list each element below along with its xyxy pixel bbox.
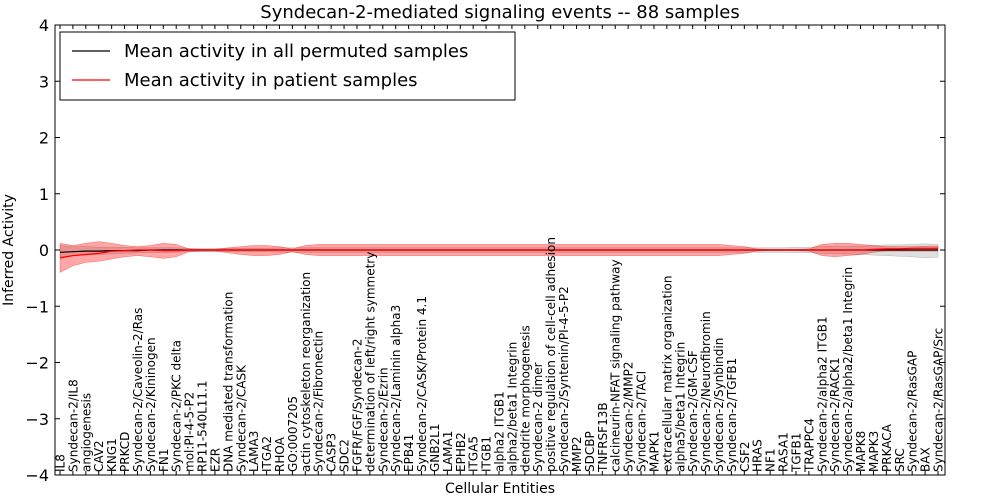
x-axis-label: Cellular Entities [445, 481, 555, 497]
x-tick-label: Syndecan-2/CASK [234, 364, 248, 472]
x-tick-label: alpha2/beta1 Integrin [505, 342, 519, 472]
legend-label-permuted: Mean activity in all permuted samples [124, 41, 468, 62]
x-tick-label: Syndecan-2/CASK/Protein 4.1 [415, 296, 429, 472]
x-tick-label: angiogenesis [79, 393, 93, 472]
x-tick-label: Syndecan-2/MMP2 [622, 362, 636, 472]
x-tick-label: LAMA1 [441, 431, 455, 472]
x-tick-label: SDC2 [338, 439, 352, 472]
x-tick-label: HRAS [751, 439, 765, 472]
x-tick-label: TRAPPC4 [802, 418, 816, 473]
x-tick-label: Syndecan-2/Neurofibromin [699, 311, 713, 472]
x-tick-label: TGFB1 [790, 433, 804, 473]
x-tick-label: CSF2 [738, 441, 752, 472]
x-tick-label: Syndecan-2/Fibronectin [312, 331, 326, 472]
y-tick-label: −4 [25, 466, 49, 485]
x-tick-label: SDCBP [583, 431, 597, 472]
x-tick-label: MAPK8 [854, 431, 868, 472]
x-tick-label: Syndecan-2/PKC delta [170, 340, 184, 472]
x-tick-label: actin cytoskeleton reorganization [299, 272, 313, 472]
x-tick-label: GO:0007205 [286, 396, 300, 472]
x-tick-label: PRKACA [880, 423, 894, 472]
x-tick-label: positive regulation of cell-cell adhesio… [544, 237, 558, 472]
x-tick-label: CASP3 [325, 433, 339, 472]
x-tick-label: RP11-540L11.1 [196, 381, 210, 472]
x-tick-label: Syndecan-2/Ezrin [376, 367, 390, 472]
x-tick-label: Syndecan-2/Laminin alpha3 [389, 305, 403, 472]
x-tick-label: ITGA5 [467, 436, 481, 472]
band-permuted [59, 243, 939, 259]
x-tick-label: RHOA [273, 436, 287, 472]
x-tick-label: RASA1 [777, 432, 791, 472]
series-line-patient [59, 247, 938, 259]
x-tick-label: KNG1 [105, 438, 119, 472]
x-tick-label: EZR [208, 448, 222, 472]
x-tick-label: ITGB1 [480, 436, 494, 472]
x-tick-label: Syndecan-2/RasGAP [906, 351, 920, 472]
x-tick-label: MAPK3 [867, 431, 881, 472]
x-tick-label: Syndecan-2/Caveolin-2/Ras [131, 308, 145, 472]
x-tick-label: Syndecan-2/IL8 [66, 379, 80, 472]
x-tick-label: IL8 [54, 454, 68, 472]
x-tick-label: TNFRSF13B [596, 402, 610, 473]
x-tick-label: FN1 [157, 448, 171, 472]
x-tick-label: Syndecan-2/Syntenin/PI-4-5-P2 [557, 286, 571, 472]
x-tick-label: mol:PI-4-5-P2 [183, 392, 197, 472]
legend: Mean activity in all permuted samples Me… [59, 31, 516, 101]
x-tick-label: ITGA2 [260, 436, 274, 472]
y-tick-label: −1 [25, 297, 49, 316]
x-tick-label: NF1 [764, 448, 778, 472]
x-tick-label: EPB41 [402, 434, 416, 472]
x-tick-label: determination of left/right symmetry [363, 252, 377, 472]
x-tick-label: Syndecan-2/TACI [635, 371, 649, 472]
series-lines [59, 247, 938, 259]
y-tick-label: 2 [39, 129, 49, 148]
x-tick-label: PRKCD [118, 432, 132, 472]
y-tick-label: −3 [25, 410, 49, 429]
x-tick-label: Syndecan-2/alpha2 ITGB1 [815, 316, 829, 472]
x-tick-label: alpha5/beta1 Integrin [673, 342, 687, 472]
x-tick-label: dendrite morphogenesis [518, 325, 532, 472]
y-axis: 4 3 2 1 0 −1 −2 −3 −4 [25, 16, 945, 485]
legend-box [59, 31, 516, 101]
x-tick-label: CAV2 [92, 440, 106, 472]
x-tick-label: Syndecan-2 dimer [531, 362, 545, 472]
y-tick-label: 4 [39, 16, 49, 35]
x-tick-label: Syndecan-2/RasGAP/Src [932, 328, 946, 472]
confidence-bands [59, 241, 939, 273]
band-patient [59, 241, 939, 273]
x-tick-label: FGFR/FGF/Syndecan-2 [351, 339, 365, 472]
x-tick-label: Syndecan-2/TGFB1 [725, 358, 739, 472]
x-tick-label: Syndecan-2/GM-CSF [686, 350, 700, 472]
x-tick-label: LAMA3 [247, 431, 261, 472]
y-tick-label: −2 [25, 354, 49, 373]
x-tick-label: SRC [893, 448, 907, 472]
y-tick-label: 0 [39, 241, 49, 260]
x-tick-label: calcineurin-NFAT signaling pathway [609, 259, 623, 472]
x-tick-label: alpha2 ITGB1 [493, 391, 507, 472]
y-tick-label: 1 [39, 185, 49, 204]
chart-title: Syndecan-2-mediated signaling events -- … [260, 2, 739, 23]
x-tick-label: EPHB2 [454, 432, 468, 472]
x-tick-label: Syndecan-2/Kininogen [144, 337, 158, 472]
x-tick-label: GNB2L1 [428, 424, 442, 472]
x-tick-label: extracellular matrix organization [660, 276, 674, 473]
x-tick-label: Syndecan-2/RACK1 [828, 357, 842, 472]
y-axis-label: Inferred Activity [1, 194, 17, 306]
x-tick-label: DNA mediated transformation [221, 292, 235, 472]
y-tick-label: 3 [39, 72, 49, 91]
legend-label-patient: Mean activity in patient samples [124, 70, 418, 91]
x-tick-label: MAPK1 [647, 431, 661, 472]
x-tick-label: Syndecan-2/Synbindin [712, 338, 726, 472]
x-tick-label: Syndecan-2/alpha2/beta1 Integrin [841, 267, 855, 472]
x-tick-label: BAX [919, 447, 933, 472]
x-tick-label: MMP2 [570, 436, 584, 472]
